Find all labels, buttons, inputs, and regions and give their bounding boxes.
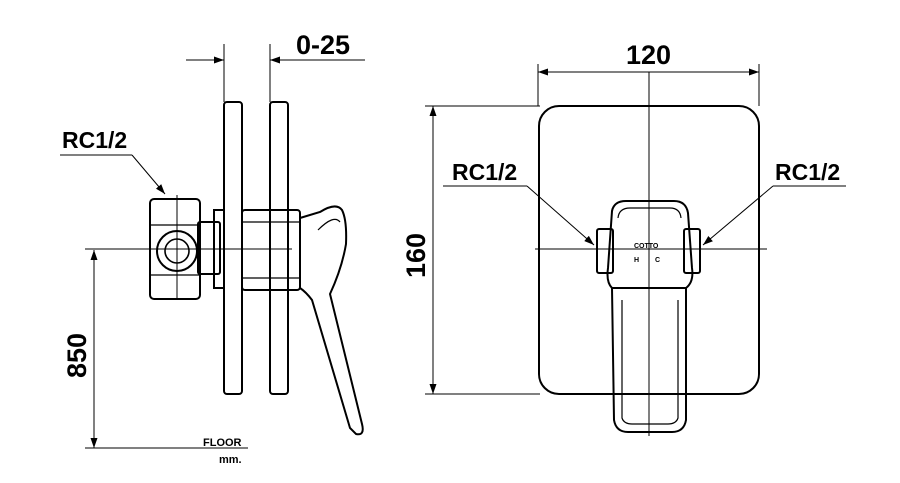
side-view bbox=[60, 44, 365, 449]
wall-profile bbox=[269, 101, 289, 395]
right-inlet-label: RC1/2 bbox=[775, 159, 840, 185]
plate-height-dimension bbox=[425, 105, 540, 395]
width-label: 120 bbox=[626, 40, 671, 70]
hot-mark: H bbox=[634, 257, 639, 264]
cover-plate-profile bbox=[223, 101, 243, 395]
adjust-range-dimension bbox=[186, 44, 365, 102]
lever-handle-front bbox=[606, 200, 694, 433]
front-view-labels: 120 160 RC1/2 RC1/2 COTTO H C bbox=[401, 40, 840, 278]
front-view bbox=[425, 64, 846, 436]
unit-label: mm. bbox=[219, 454, 242, 466]
side-view-labels: 0-25 RC1/2 850 FLOOR mm. bbox=[62, 30, 350, 466]
left-inlet-nub bbox=[596, 228, 614, 274]
cold-mark: C bbox=[655, 257, 660, 264]
brand-mark: COTTO bbox=[634, 243, 659, 250]
floor-label: FLOOR bbox=[203, 437, 242, 449]
left-inlet-label: RC1/2 bbox=[452, 159, 517, 185]
plate-height-label: 160 bbox=[401, 233, 431, 278]
height-dimension bbox=[85, 250, 248, 449]
adjust-range-label: 0-25 bbox=[296, 30, 350, 60]
side-inlet-label: RC1/2 bbox=[62, 127, 127, 153]
lever-handle-profile bbox=[299, 205, 364, 436]
handle-hub bbox=[241, 209, 301, 291]
height-from-floor-label: 850 bbox=[62, 333, 92, 378]
